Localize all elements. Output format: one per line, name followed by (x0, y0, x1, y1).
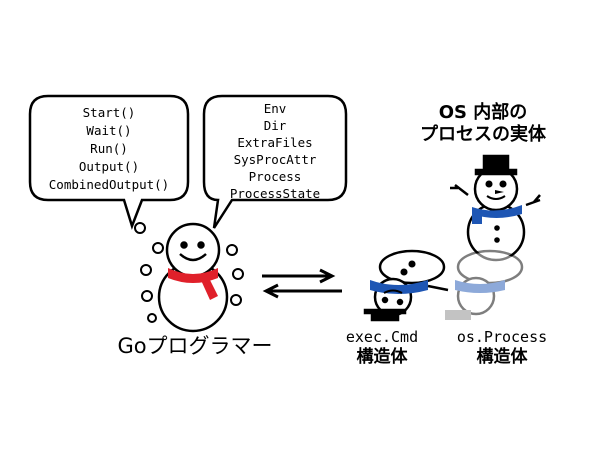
os-process-snowman-icon (450, 154, 541, 262)
os-process-kind: 構造体 (477, 346, 529, 367)
field-env: Env (264, 101, 287, 116)
exec-cmd-snowman-icon (363, 249, 449, 322)
os-title-line1: OS 内部の (439, 101, 528, 123)
programmer-snowman-icon (134, 222, 244, 333)
method-start: Start() (83, 105, 136, 120)
os-process-reflection-icon (445, 249, 524, 320)
field-process: Process (249, 169, 302, 184)
bidirectional-arrows-icon (262, 268, 342, 299)
exec-cmd-label: exec.Cmd (346, 328, 418, 346)
programmer-label: Goプログラマー (117, 334, 272, 358)
method-run: Run() (90, 141, 128, 156)
os-title-line2: プロセスの実体 (420, 123, 547, 145)
method-combined-output: CombinedOutput() (49, 177, 169, 192)
field-processstate: ProcessState (230, 186, 320, 201)
field-dir: Dir (264, 118, 287, 133)
methods-speech-bubble: Start() Wait() Run() Output() CombinedOu… (28, 94, 190, 230)
field-sysprocattr: SysProcAttr (234, 152, 317, 167)
fields-speech-bubble: Env Dir ExtraFiles SysProcAttr Process P… (202, 94, 348, 229)
os-process-label: os.Process (457, 328, 547, 346)
exec-cmd-kind: 構造体 (357, 346, 409, 367)
field-extrafiles: ExtraFiles (237, 135, 312, 150)
method-output: Output() (79, 159, 139, 174)
method-wait: Wait() (86, 123, 131, 138)
